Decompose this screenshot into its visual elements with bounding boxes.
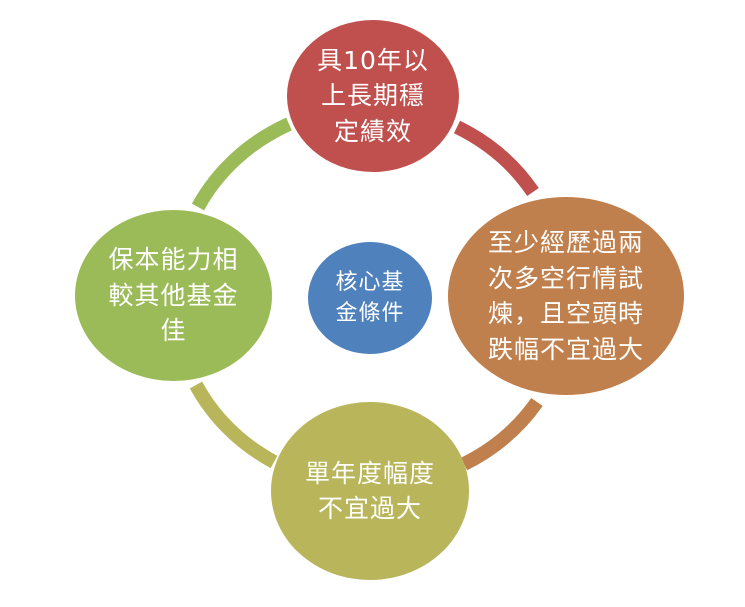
node-right-label: 至少經歷過兩 次多空行情試 煉，且空頭時 跌幅不宜過大 bbox=[487, 228, 644, 364]
node-bottom-label: 單年度幅度 不宜過大 bbox=[304, 458, 435, 524]
arc-top-to-right bbox=[453, 120, 539, 197]
arc-right-to-bottom bbox=[460, 397, 543, 471]
node-center-core-criteria: 核心基 金條件 bbox=[308, 242, 432, 354]
node-annual-volatility: 單年度幅度 不宜過大 bbox=[271, 402, 469, 580]
node-left-label: 保本能力相 較其他基金 佳 bbox=[108, 245, 239, 346]
node-top-label: 具10年以 上長期穩 定績效 bbox=[317, 45, 429, 146]
center-label: 核心基 金條件 bbox=[335, 269, 405, 326]
node-bull-bear-cycles: 至少經歷過兩 次多空行情試 煉，且空頭時 跌幅不宜過大 bbox=[448, 197, 684, 395]
arc-bottom-to-left bbox=[189, 381, 278, 469]
node-long-term-performance: 具10年以 上長期穩 定績效 bbox=[287, 20, 459, 172]
arc-left-to-top bbox=[191, 117, 292, 211]
node-capital-preservation: 保本能力相 較其他基金 佳 bbox=[75, 210, 272, 381]
